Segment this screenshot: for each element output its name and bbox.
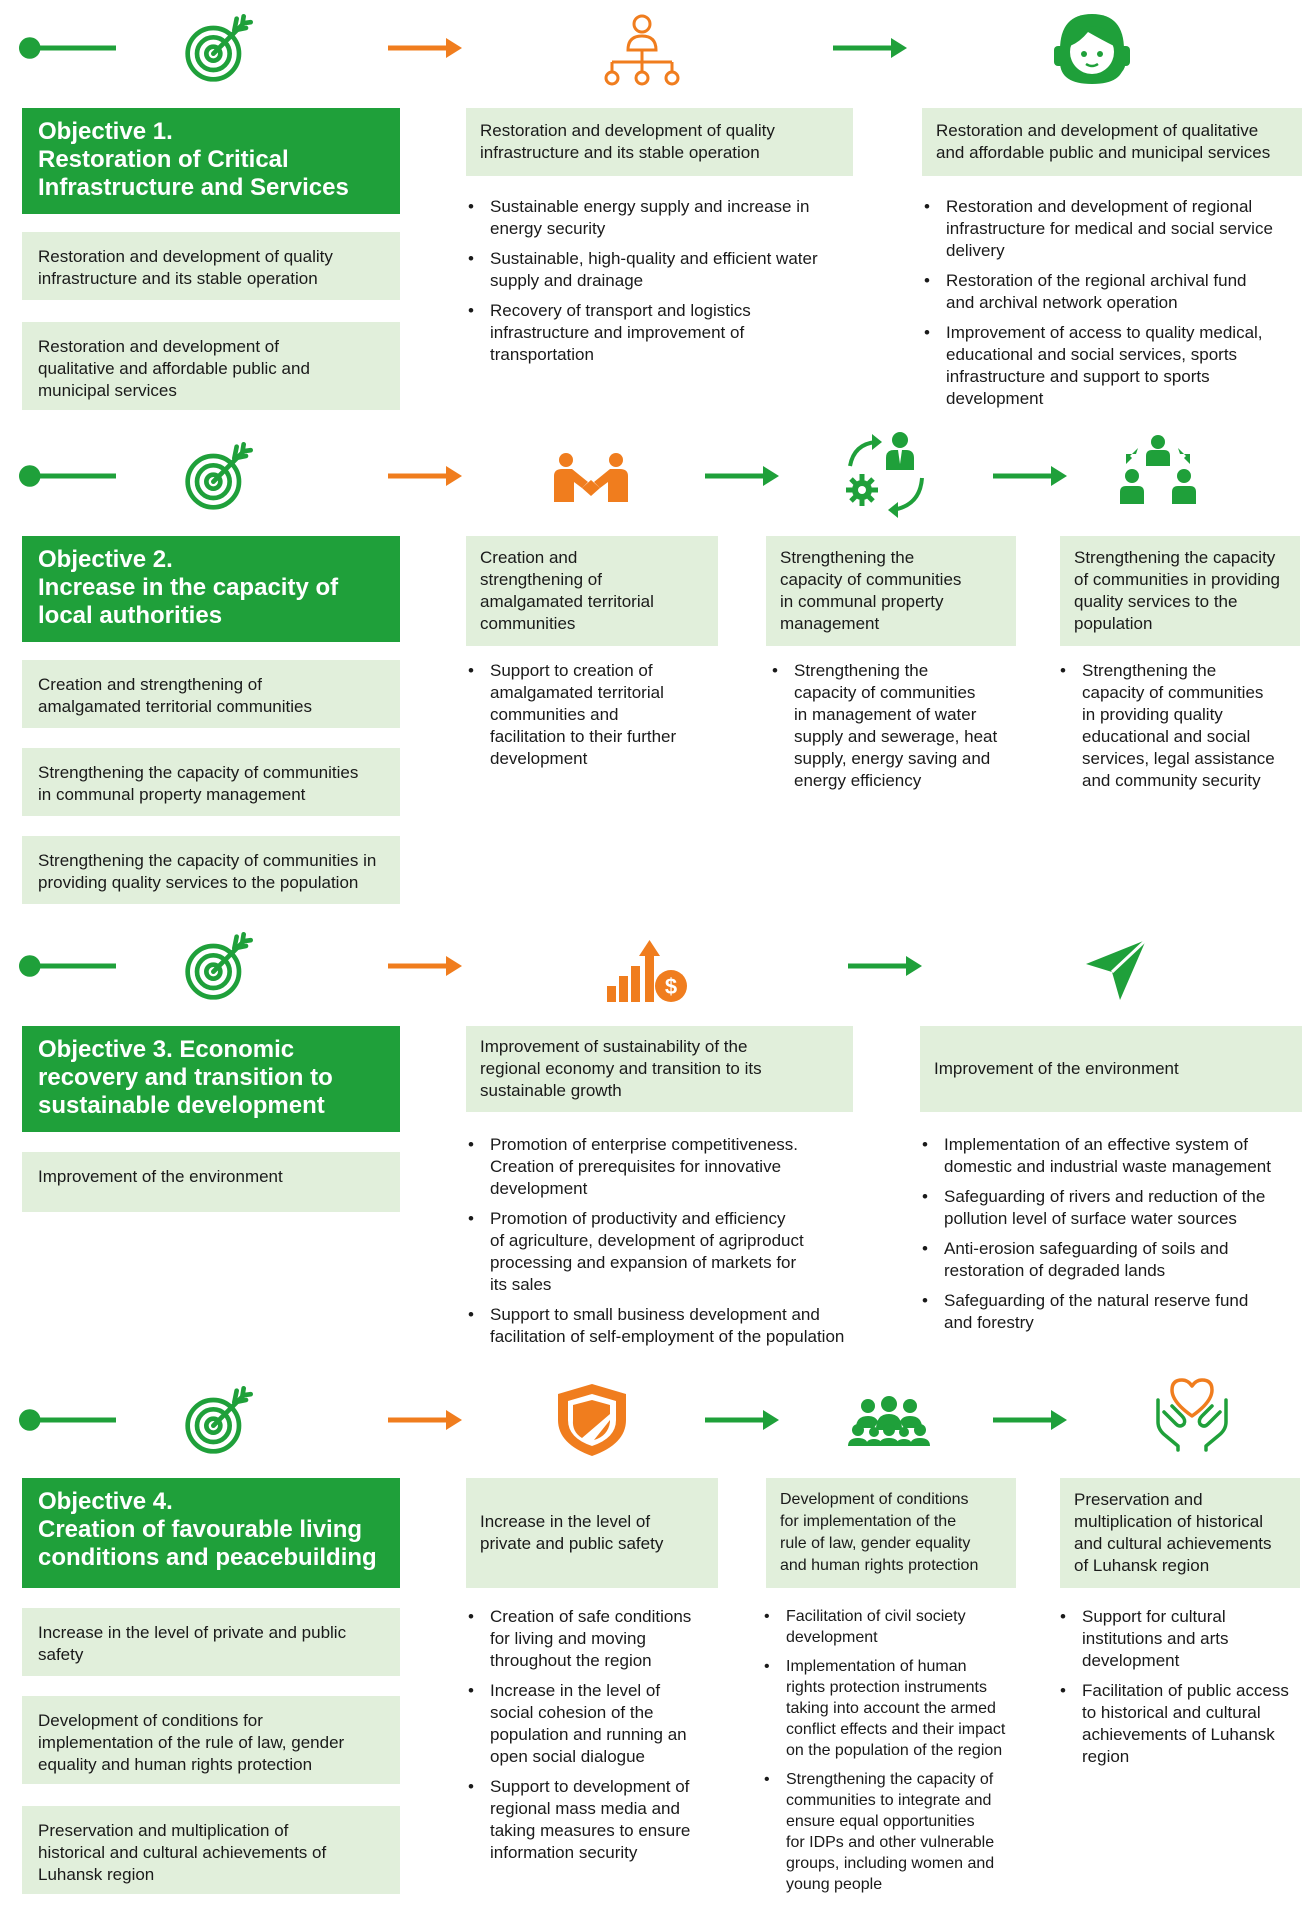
- growth-chart-dollar-icon: $: [607, 940, 687, 1002]
- start-line: [18, 464, 116, 488]
- heart-hands-icon: [1156, 1378, 1228, 1452]
- list-item: Support to small business development an…: [468, 1304, 886, 1348]
- list-item: Recovery of transport and logistics infr…: [468, 300, 876, 366]
- list-item: Restoration and development of regional …: [924, 196, 1302, 262]
- green-arrow: [833, 36, 909, 60]
- row-3-col-2-header: Improvement of the environment: [920, 1026, 1302, 1112]
- row-2-col-1-header: Creation and strengthening of amalgamate…: [466, 536, 718, 646]
- leaf-icon: [1086, 938, 1148, 1000]
- start-line: [18, 36, 116, 60]
- list-item: Sustainable energy supply and increase i…: [468, 196, 876, 240]
- objective-4-sub-3: Preservation and multiplication of histo…: [22, 1806, 400, 1894]
- orange-arrow: [388, 464, 464, 488]
- objective-2-sub-2: Strengthening the capacity of communitie…: [22, 748, 400, 816]
- row-4-col-3-bullets: Support for cultural institutions and ar…: [1058, 1606, 1302, 1776]
- svg-text:$: $: [665, 974, 677, 999]
- list-item: Promotion of enterprise competitiveness.…: [468, 1134, 886, 1200]
- row-4-col-2-header: Development of conditions for implementa…: [766, 1478, 1016, 1588]
- list-item: Facilitation of public access to histori…: [1060, 1680, 1302, 1768]
- hierarchy-icon: [604, 14, 680, 86]
- orange-arrow: [388, 36, 464, 60]
- list-item: Sustainable, high-quality and efficient …: [468, 248, 876, 292]
- list-item: Support for cultural institutions and ar…: [1060, 1606, 1302, 1672]
- list-item: Safeguarding of the natural reserve fund…: [922, 1290, 1302, 1334]
- row-3-col-1-bullets: Promotion of enterprise competitiveness.…: [466, 1134, 886, 1356]
- objective-3-title: Objective 3. Economic recovery and trans…: [22, 1026, 400, 1132]
- list-item: Facilitation of civil society developmen…: [764, 1606, 1032, 1648]
- green-arrow: [993, 1408, 1069, 1432]
- green-arrow: [993, 464, 1069, 488]
- list-item: Support to development of regional mass …: [468, 1776, 736, 1864]
- green-arrow: [705, 1408, 781, 1432]
- list-item: Improvement of access to quality medical…: [924, 322, 1302, 410]
- people-group-icon: [848, 1396, 930, 1446]
- objective-1-title: Objective 1. Restoration of Critical Inf…: [22, 108, 400, 214]
- support-agent-icon: [1054, 14, 1130, 84]
- row-4-col-1-bullets: Creation of safe conditions for living a…: [466, 1606, 736, 1872]
- row-4-col-2-bullets: Facilitation of civil society developmen…: [762, 1606, 1032, 1903]
- target-icon: [183, 1386, 253, 1456]
- list-item: Restoration of the regional archival fun…: [924, 270, 1302, 314]
- list-item: Increase in the level of social cohesion…: [468, 1680, 736, 1768]
- list-item: Implementation of human rights protectio…: [764, 1656, 1032, 1761]
- start-line: [18, 1408, 116, 1432]
- objective-4-sub-1: Increase in the level of private and pub…: [22, 1608, 400, 1676]
- objective-2-title: Objective 2. Increase in the capacity of…: [22, 536, 400, 642]
- row-2-col-2-bullets: Strengthening the capacity of communitie…: [770, 660, 1040, 800]
- list-item: Anti-erosion safeguarding of soils and r…: [922, 1238, 1302, 1282]
- row-2-col-2-header: Strengthening the capacity of communitie…: [766, 536, 1016, 646]
- handshake-icon: [554, 453, 628, 502]
- list-item: Creation of safe conditions for living a…: [468, 1606, 736, 1672]
- row-4-col-3-header: Preservation and multiplication of histo…: [1060, 1478, 1300, 1588]
- list-item: Strengthening the capacity of communitie…: [1060, 660, 1302, 792]
- objective-2-sub-3: Strengthening the capacity of communitie…: [22, 836, 400, 904]
- target-icon: [183, 932, 253, 1002]
- start-line: [18, 954, 116, 978]
- row-3-col-2-bullets: Implementation of an effective system of…: [920, 1134, 1302, 1342]
- objective-4-sub-2: Development of conditions for implementa…: [22, 1696, 400, 1784]
- orange-arrow: [388, 954, 464, 978]
- row-1-col-1-header: Restoration and development of quality i…: [466, 108, 853, 176]
- objective-1-sub-2: Restoration and development of qualitati…: [22, 322, 400, 410]
- list-item: Support to creation of amalgamated terri…: [468, 660, 736, 770]
- objective-4-title: Objective 4. Creation of favourable livi…: [22, 1478, 400, 1588]
- row-2-col-3-header: Strengthening the capacity of communitie…: [1060, 536, 1300, 646]
- list-item: Implementation of an effective system of…: [922, 1134, 1302, 1178]
- row-2-col-3-bullets: Strengthening the capacity of communitie…: [1058, 660, 1302, 800]
- shield-icon: [558, 1384, 626, 1456]
- row-4-col-1-header: Increase in the level of private and pub…: [466, 1478, 718, 1588]
- green-arrow: [705, 464, 781, 488]
- target-icon: [183, 442, 253, 512]
- community-group-icon: [1120, 435, 1196, 504]
- orange-arrow: [388, 1408, 464, 1432]
- target-icon: [183, 14, 253, 84]
- objective-1-sub-1: Restoration and development of quality i…: [22, 232, 400, 300]
- management-cycle-icon: [846, 432, 924, 518]
- objective-2-sub-1: Creation and strengthening of amalgamate…: [22, 660, 400, 728]
- list-item: Strengthening the capacity of communitie…: [764, 1769, 1032, 1895]
- row-1-col-2-header: Restoration and development of qualitati…: [922, 108, 1302, 176]
- row-1-col-2-bullets: Restoration and development of regional …: [922, 196, 1302, 418]
- objective-3-sub-1: Improvement of the environment: [22, 1152, 400, 1212]
- list-item: Promotion of productivity and efficiency…: [468, 1208, 886, 1296]
- green-arrow: [848, 954, 924, 978]
- list-item: Safeguarding of rivers and reduction of …: [922, 1186, 1302, 1230]
- row-3-col-1-header: Improvement of sustainability of the reg…: [466, 1026, 853, 1112]
- row-1-col-1-bullets: Sustainable energy supply and increase i…: [466, 196, 876, 374]
- list-item: Strengthening the capacity of communitie…: [772, 660, 1040, 792]
- row-2-col-1-bullets: Support to creation of amalgamated terri…: [466, 660, 736, 778]
